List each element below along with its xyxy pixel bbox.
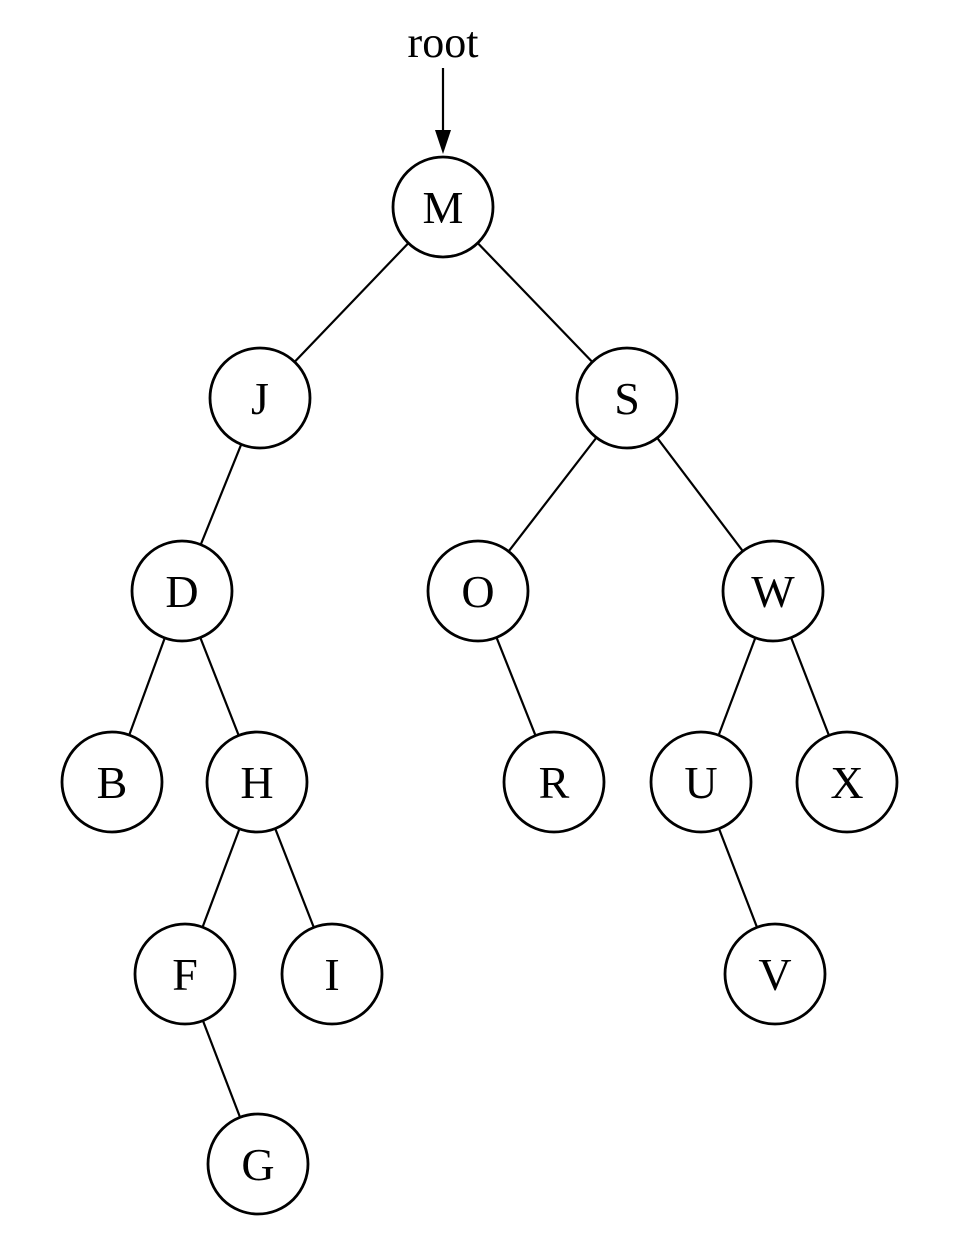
tree-node-X: X: [795, 730, 899, 834]
node-label-S: S: [614, 373, 640, 424]
node-label-M: M: [423, 182, 464, 233]
node-circle-B: [60, 730, 164, 834]
tree-node-J: J: [208, 346, 312, 450]
tree-node-D: D: [130, 539, 234, 643]
node-label-X: X: [830, 757, 863, 808]
node-circle-J: [208, 346, 312, 450]
node-circle-U: [649, 730, 753, 834]
node-label-J: J: [251, 373, 269, 424]
tree-node-W: W: [721, 539, 825, 643]
tree-node-I: I: [280, 922, 384, 1026]
tree-node-H: H: [205, 730, 309, 834]
node-label-D: D: [165, 566, 198, 617]
node-circle-W: [721, 539, 825, 643]
node-circle-R: [502, 730, 606, 834]
nodes-layer: M J S D O W B H R U X F I V G: [60, 155, 899, 1216]
node-circle-H: [205, 730, 309, 834]
node-label-R: R: [539, 757, 570, 808]
node-label-I: I: [324, 949, 339, 1000]
tree-node-O: O: [426, 539, 530, 643]
node-label-F: F: [172, 949, 198, 1000]
node-circle-X: [795, 730, 899, 834]
root-label: root: [408, 18, 479, 67]
node-circle-V: [723, 922, 827, 1026]
root-arrow-icon: [435, 68, 451, 154]
node-circle-I: [280, 922, 384, 1026]
tree-node-R: R: [502, 730, 606, 834]
tree-node-V: V: [723, 922, 827, 1026]
node-label-H: H: [240, 757, 273, 808]
root-pointer: root: [408, 18, 479, 154]
tree-node-M: M: [391, 155, 495, 259]
tree-node-F: F: [133, 922, 237, 1026]
node-circle-D: [130, 539, 234, 643]
node-circle-S: [575, 346, 679, 450]
node-label-G: G: [241, 1139, 274, 1190]
node-circle-O: [426, 539, 530, 643]
node-label-U: U: [684, 757, 717, 808]
tree-node-S: S: [575, 346, 679, 450]
tree-node-B: B: [60, 730, 164, 834]
tree-node-U: U: [649, 730, 753, 834]
node-label-V: V: [758, 949, 791, 1000]
node-circle-M: [391, 155, 495, 259]
node-label-B: B: [97, 757, 128, 808]
node-label-W: W: [751, 566, 795, 617]
tree-node-G: G: [206, 1112, 310, 1216]
node-label-O: O: [461, 566, 494, 617]
node-circle-F: [133, 922, 237, 1026]
edges-layer: [110, 206, 849, 1165]
node-circle-G: [206, 1112, 310, 1216]
root-arrow-head: [435, 130, 451, 154]
